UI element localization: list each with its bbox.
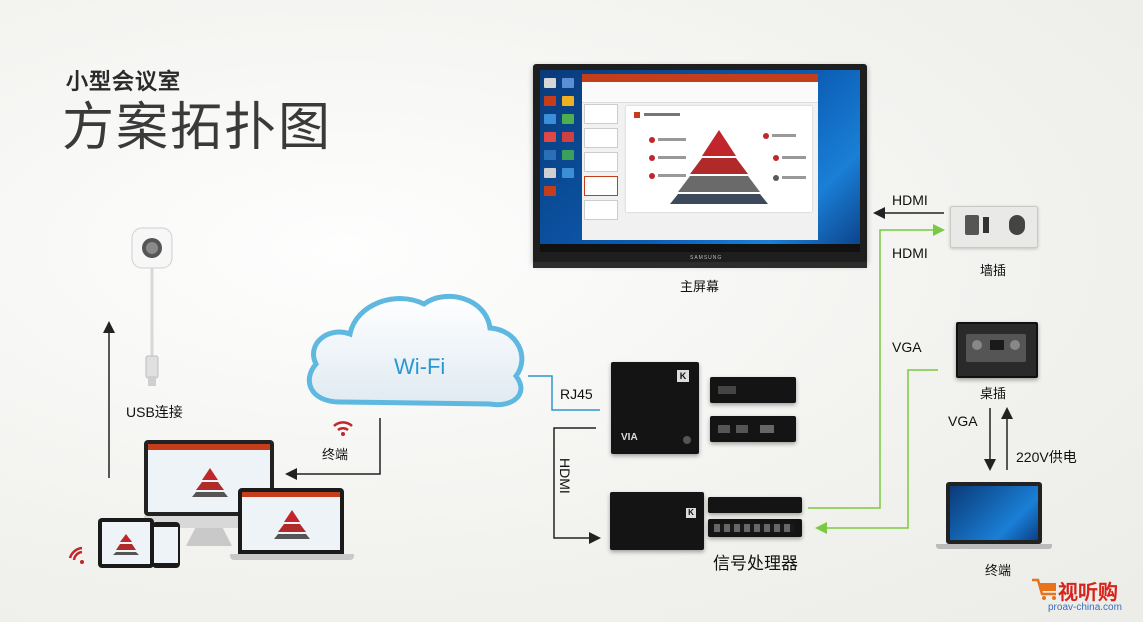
left-laptop <box>238 488 344 554</box>
desktop-icon <box>544 150 556 160</box>
tv-brand: SAMSUNG <box>690 255 723 261</box>
usb-label: USB连接 <box>126 404 183 420</box>
watermark-brand: 视听购 <box>1058 582 1118 604</box>
via-mini-unit <box>710 377 796 403</box>
hdmi-out-label: HDMI <box>892 192 928 208</box>
wall-socket-label: 墙插 <box>980 263 1007 278</box>
via-device: K VIA <box>611 362 699 454</box>
green-desk-to-processor-line <box>815 369 938 534</box>
via-mini-unit-rear <box>710 416 796 442</box>
desk-socket <box>956 322 1038 378</box>
main-screen-label: 主屏幕 <box>680 279 720 294</box>
processor-kramer-logo: K <box>686 508 696 518</box>
vga-mid-label: VGA <box>948 413 978 429</box>
wall-socket-plate <box>950 206 1038 248</box>
device-wifi-icon <box>68 546 84 564</box>
imac-stand <box>186 528 232 546</box>
title-small: 小型会议室 <box>66 69 182 94</box>
left-laptop-base <box>230 554 354 560</box>
watermark-url: proav-china.com <box>1048 602 1122 613</box>
via-logo: VIA <box>621 432 638 443</box>
windows-taskbar <box>540 244 860 252</box>
ppt-title-bar <box>582 74 818 82</box>
right-laptop-base <box>936 544 1052 549</box>
desktop-icon <box>544 78 556 88</box>
signal-processor-device: K <box>610 492 704 550</box>
desktop-icon <box>544 96 556 106</box>
desktop-icon <box>544 168 556 178</box>
desktop-icon <box>544 186 556 196</box>
cart-icon <box>1032 578 1056 600</box>
desktop-icon <box>562 132 574 142</box>
cloud-to-laptop-line <box>285 418 381 480</box>
desk-socket-label: 桌插 <box>980 386 1007 401</box>
desktop-icon <box>562 78 574 88</box>
processor-unit-front <box>708 497 802 513</box>
signal-processor-label: 信号处理器 <box>713 554 798 573</box>
green-processor-to-wall-line <box>808 224 945 509</box>
tablet <box>98 518 154 568</box>
powerpoint-window <box>582 74 818 240</box>
hdmi-in-label: HDMI <box>892 245 928 261</box>
desktop-icon <box>562 96 574 106</box>
desktop-icon <box>562 114 574 124</box>
ppt-ribbon <box>582 82 818 103</box>
terminal-right-label: 终端 <box>985 563 1012 578</box>
wifi-signal-icon <box>333 421 353 436</box>
vga-top-label: VGA <box>892 339 922 355</box>
ppt-slide <box>626 106 812 212</box>
ppt-thumbnails <box>584 104 618 232</box>
power-label: 220V供电 <box>1016 449 1077 465</box>
pyramid-graphic <box>634 112 806 204</box>
processor-unit-rear <box>708 519 802 537</box>
title-big: 方案拓扑图 <box>62 99 333 157</box>
phone <box>152 522 180 568</box>
wifi-label: Wi-Fi <box>394 354 446 379</box>
desktop-icon <box>544 132 556 142</box>
hdmi-via-processor-line <box>553 427 601 544</box>
terminal-left-label: 终端 <box>322 447 349 462</box>
right-laptop <box>946 482 1042 544</box>
desktop-icon <box>544 114 556 124</box>
kramer-logo: K <box>677 370 689 382</box>
desktop-icon <box>562 150 574 160</box>
rj45-line <box>528 375 600 411</box>
wifi-cloud <box>306 293 525 408</box>
hdmi-vertical-label: HDMI <box>557 458 573 494</box>
usb-dongle <box>131 227 173 386</box>
tv-screen <box>540 70 860 252</box>
desktop-icon <box>562 168 574 178</box>
tv-bezel-bottom <box>533 262 867 268</box>
rj45-label: RJ45 <box>560 386 593 402</box>
